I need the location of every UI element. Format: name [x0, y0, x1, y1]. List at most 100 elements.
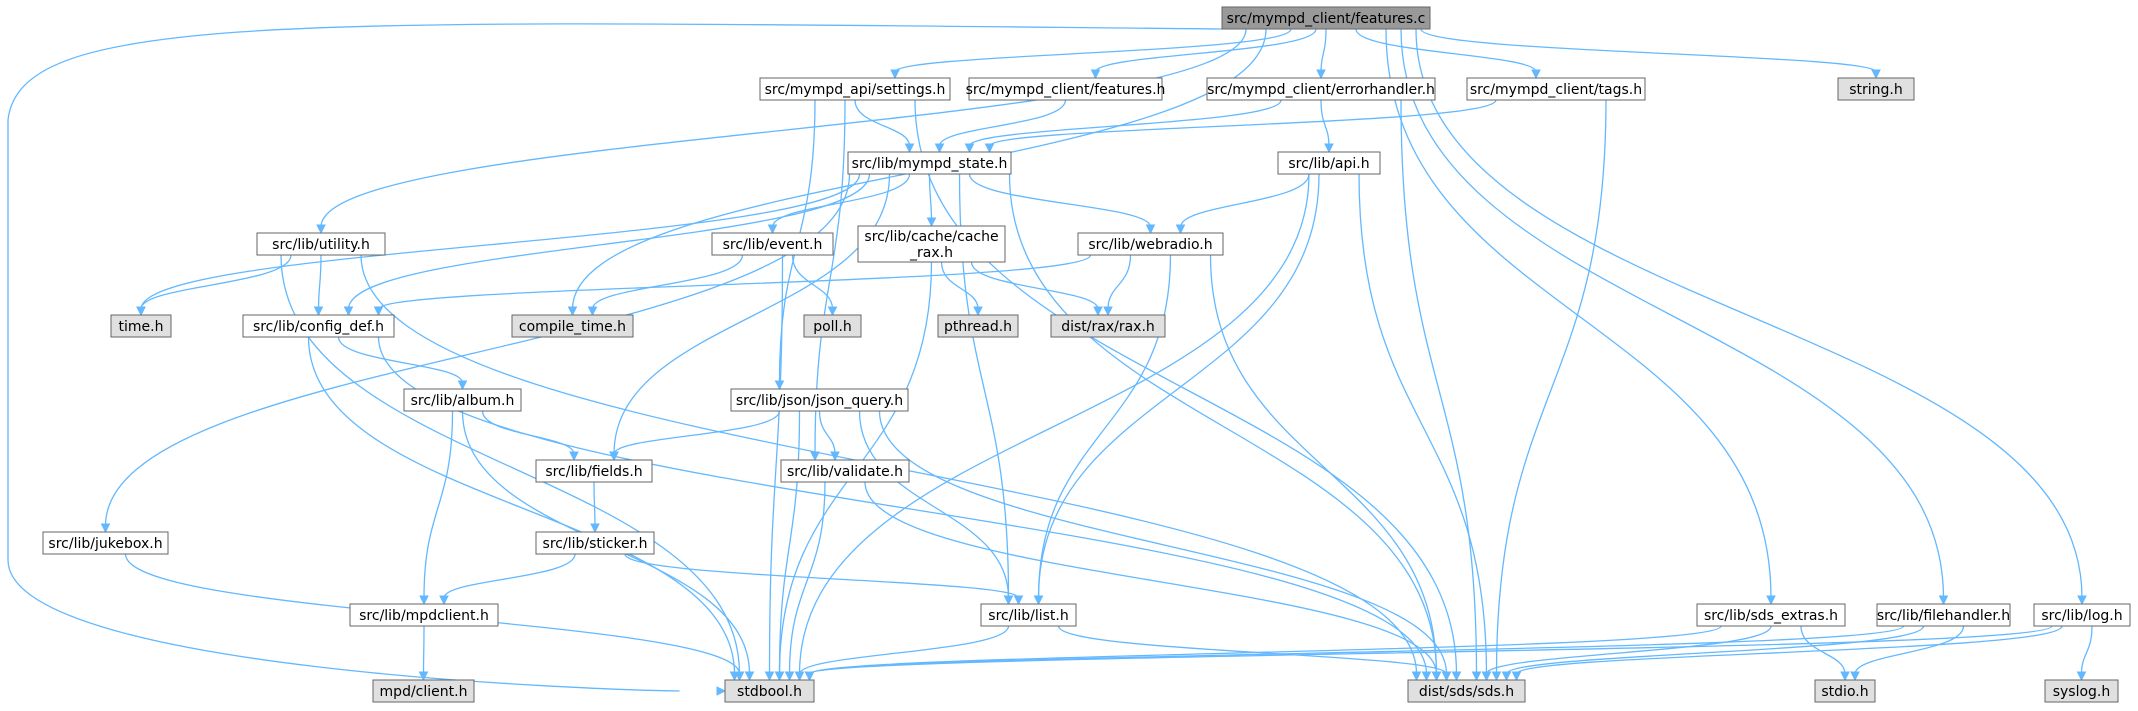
edge-webradio_h-to-config_def_h: [377, 254, 1092, 310]
node-box: [1814, 679, 1876, 703]
arrowhead-errorhandler_h: [1316, 69, 1326, 80]
node-box: [803, 314, 862, 338]
node-tags-h[interactable]: src/mympd_client/tags.h: [1466, 77, 1646, 101]
node-mpdclient-h[interactable]: src/lib/mpdclient.h: [349, 603, 499, 627]
node-config-def-h[interactable]: src/lib/config_def.h: [242, 314, 395, 338]
arrowhead-list_h: [1013, 595, 1024, 606]
edge-features_c-to-tags_h: [1355, 28, 1537, 73]
node-box: [1837, 77, 1915, 101]
node-sticker-h[interactable]: src/lib/sticker.h: [535, 531, 655, 555]
node-errorhandler-h[interactable]: src/mympd_client/errorhandler.h: [1206, 77, 1436, 101]
node-label: src/lib/mpdclient.h: [359, 608, 489, 624]
arrowhead-log_h: [2077, 595, 2087, 606]
arrowhead-config_def_h: [313, 306, 324, 317]
node-label: src/lib/jukebox.h: [48, 536, 162, 552]
node-label: time.h: [119, 319, 164, 335]
arrowhead-mpdclient_h: [439, 595, 449, 606]
node-json-query-h[interactable]: src/lib/json/json_query.h: [730, 388, 909, 412]
arrowhead-mympd_state_h: [984, 143, 995, 154]
arrowhead-mympd_state_h: [964, 143, 975, 154]
edge-config_def_h-to-album_h: [337, 336, 464, 384]
edge-mympd_state_h-to-event_h: [771, 173, 911, 228]
node-syslog-h: syslog.h: [2044, 679, 2119, 703]
node-stdio-h: stdio.h: [1814, 679, 1876, 703]
arrowhead-sds_h: [1441, 671, 1452, 682]
node-log-h[interactable]: src/lib/log.h: [2033, 603, 2131, 627]
edge-errorhandler_h-to-mympd_state_h: [968, 99, 1282, 147]
arrowhead-stdbool_h: [774, 671, 785, 682]
edge-settings_h-to-mympd_state_h: [854, 99, 911, 147]
node-event-h[interactable]: src/lib/event.h: [711, 232, 834, 256]
node-label: src/lib/config_def.h: [253, 319, 384, 335]
edge-event_h-to-compile_time_h: [591, 254, 744, 310]
node-settings-h[interactable]: src/mympd_api/settings.h: [759, 77, 951, 101]
node-box: [724, 679, 815, 703]
node-webradio-h[interactable]: src/lib/webradio.h: [1077, 232, 1224, 256]
dependency-edges: [7, 23, 2093, 696]
node-box: [711, 232, 834, 256]
node-fields-h[interactable]: src/lib/fields.h: [535, 459, 653, 483]
edge-api_h-to-sds_h: [1358, 173, 1488, 675]
edge-webradio_h-to-list_h: [1037, 254, 1172, 599]
node-api-h[interactable]: src/lib/api.h: [1277, 151, 1381, 175]
edge-api_h-to-list_h: [1037, 173, 1320, 599]
edge-features_c-to-log_h: [1415, 28, 2083, 599]
edge-errorhandler_h-to-sds_h: [1400, 99, 1478, 675]
node-box: [110, 314, 172, 338]
node-sds-extras-h[interactable]: src/lib/sds_extras.h: [1696, 603, 1846, 627]
node-features-h[interactable]: src/mympd_client/features.h: [966, 77, 1166, 101]
arrowhead-filehandler_h: [1938, 595, 1949, 606]
node-jukebox-h[interactable]: src/lib/jukebox.h: [42, 531, 169, 555]
arrowhead-string_h: [1871, 69, 1881, 80]
node-cache-rax-h[interactable]: src/lib/cache/cache_rax.h: [857, 225, 1006, 263]
node-label: src/lib/log.h: [2041, 608, 2122, 624]
arrowhead-list_h: [1033, 595, 1044, 606]
edge-mympd_state_h-to-webradio_h: [968, 173, 1152, 228]
edge-webradio_h-to-rax_h: [1107, 254, 1132, 310]
edge-features_c-to-utility_h: [320, 28, 1247, 228]
arrowhead-settings_h: [890, 69, 900, 80]
node-box: [2044, 679, 2119, 703]
node-box: [1407, 679, 1526, 703]
arrowhead-sds_h: [1471, 671, 1482, 682]
node-utility-h[interactable]: src/lib/utility.h: [256, 232, 386, 256]
arrowhead-config_def_h: [373, 306, 384, 317]
arrowhead-sds_h: [1481, 671, 1492, 682]
node-validate-h[interactable]: src/lib/validate.h: [780, 459, 910, 483]
arrowhead-fields_h: [569, 451, 579, 462]
node-box: [2033, 603, 2131, 627]
node-filehandler-h[interactable]: src/lib/filehandler.h: [1876, 603, 2011, 627]
node-label: dist/sds/sds.h: [1419, 684, 1514, 700]
node-compile-time-h: compile_time.h: [511, 314, 634, 338]
node-features-c[interactable]: src/mympd_client/features.c: [1221, 6, 1431, 30]
node-box: [535, 459, 653, 483]
node-album-h[interactable]: src/lib/album.h: [403, 388, 522, 412]
node-label: src/lib/json/json_query.h: [736, 393, 903, 409]
edge-event_h-to-poll_h: [791, 254, 834, 310]
node-label: src/lib/mympd_state.h: [852, 156, 1008, 172]
edge-mympd_state_h-to-jukebox_h: [104, 173, 851, 527]
node-label: poll.h: [813, 319, 852, 335]
node-box: [847, 151, 1012, 175]
node-box: [1466, 77, 1646, 101]
node-box: [1221, 6, 1431, 30]
node-box: [1206, 77, 1436, 101]
arrowhead-sds_h: [1421, 671, 1432, 682]
edge-json_query_h-to-validate_h: [818, 410, 836, 455]
node-label: src/lib/sds_extras.h: [1704, 608, 1838, 624]
node-box: [1077, 232, 1224, 256]
node-label: dist/rax/rax.h: [1061, 319, 1155, 335]
node-list-h[interactable]: src/lib/list.h: [980, 603, 1077, 627]
arrowhead-sds_h: [1511, 671, 1522, 682]
edge-tags_h-to-sds_h: [1495, 99, 1607, 675]
node-label: src/lib/webradio.h: [1088, 237, 1212, 253]
edge-sds_extras_h-to-stdbool_h: [808, 625, 1722, 675]
edge-fields_h-to-sticker_h: [593, 481, 596, 527]
node-label: src/lib/list.h: [988, 608, 1068, 624]
edge-webradio_h-to-sds_h: [1209, 254, 1438, 675]
node-mympd-state-h[interactable]: src/lib/mympd_state.h: [847, 151, 1012, 175]
node-box: [511, 314, 634, 338]
edge-album_h-to-mpdclient_h: [423, 410, 454, 599]
arrowhead-stdbool_h: [804, 671, 815, 682]
node-label: src/lib/event.h: [723, 237, 823, 253]
